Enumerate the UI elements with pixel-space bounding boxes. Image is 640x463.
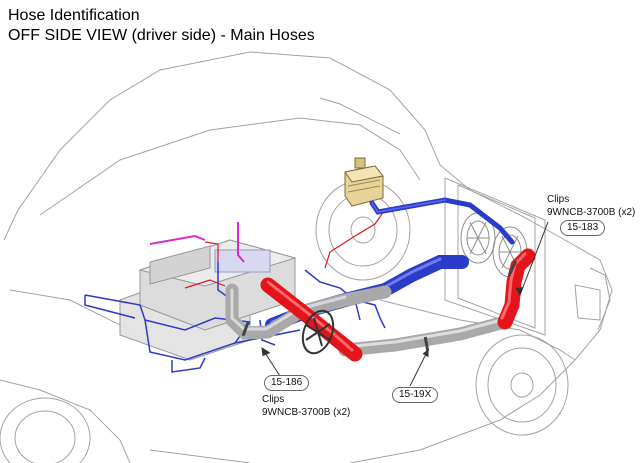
callout-leaders	[261, 221, 549, 387]
bottom-clips-part-number: 9WNCB-3700B (x2)	[262, 407, 351, 418]
hose-label-15-186: 15-186	[264, 375, 310, 391]
front-wheel	[475, 334, 569, 436]
expansion-tank	[344, 157, 384, 207]
hose-clips	[241, 260, 518, 352]
engine-block	[119, 239, 297, 361]
rear-left-wheel	[0, 397, 91, 463]
diagram-subtitle: OFF SIDE VIEW (driver side) - Main Hoses	[8, 27, 315, 44]
thin-heater-lines	[184, 213, 383, 289]
hose-label-15-183: 15-183	[560, 220, 606, 236]
top-clips-label: Clips	[547, 194, 570, 205]
hose-15-183-upper	[369, 197, 515, 245]
aux-magenta-lines	[149, 222, 245, 263]
vehicle-outline	[0, 51, 613, 463]
top-clips-part-number: 9WNCB-3700B (x2)	[547, 207, 636, 218]
hose-label-15-19x: 15-19X	[392, 387, 439, 403]
hose-main-hot	[260, 248, 536, 362]
diagram-title: Hose Identification	[8, 7, 140, 24]
bottom-clips-label: Clips	[262, 394, 285, 405]
hose-15-19x	[338, 315, 512, 357]
steering-wheel	[301, 309, 335, 355]
